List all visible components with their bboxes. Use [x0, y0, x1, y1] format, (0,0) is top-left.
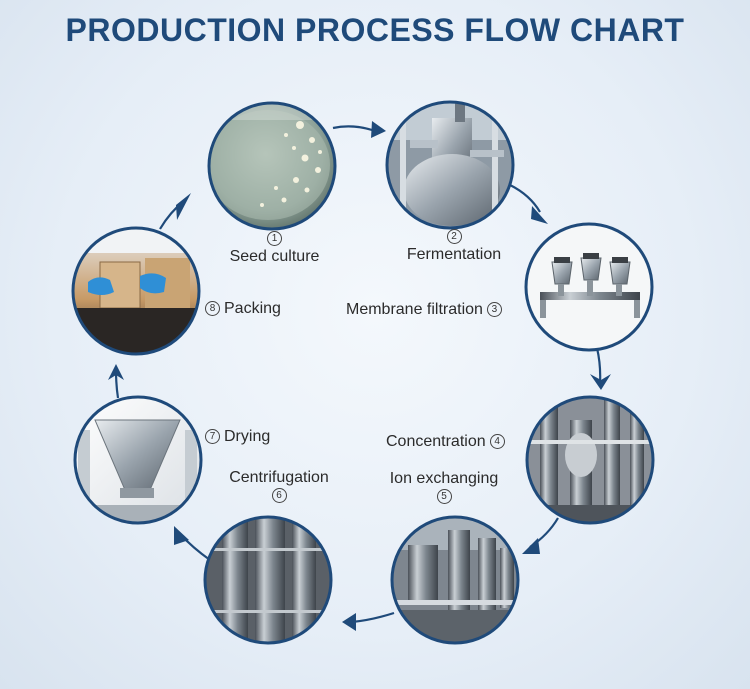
- step-image-seed-culture: [207, 101, 337, 231]
- connector-5-6: [351, 611, 395, 624]
- step-name: Membrane filtration: [346, 301, 483, 318]
- step-image-fermentation: [385, 100, 515, 230]
- step-number-badge: 2: [446, 229, 462, 245]
- step-image-drying: [73, 395, 203, 525]
- step-image-ion-exchanging: [390, 515, 520, 645]
- arrowhead-icon: [342, 613, 356, 631]
- step-image-concentration: [525, 395, 655, 525]
- flow-connectors: [114, 125, 602, 624]
- arrowhead-icon: [174, 526, 189, 545]
- arrowhead-icon: [108, 364, 124, 380]
- connector-2-3: [509, 184, 541, 213]
- step-name: Fermentation: [406, 246, 502, 263]
- step-number-badge: 4: [489, 434, 505, 450]
- step-name: Concentration: [386, 433, 486, 450]
- arrowhead-icon: [176, 193, 191, 220]
- step-number-badge: 3: [486, 302, 502, 318]
- step-image-centrifugation: [203, 515, 333, 645]
- step-number-badge: 5: [436, 489, 452, 505]
- step-number-badge: 7: [205, 429, 220, 445]
- step-1-label: 1 Seed culture: [222, 230, 327, 266]
- step-image-packing: [71, 226, 201, 356]
- step-5-label: Ion exchanging 5: [380, 470, 508, 506]
- step-name: Packing: [224, 300, 281, 317]
- step-2-label: 2 Fermentation: [398, 228, 510, 264]
- connector-1-2: [332, 125, 373, 132]
- arrowhead-icon: [531, 206, 548, 224]
- step-name: Ion exchanging: [389, 470, 499, 487]
- step-name: Drying: [224, 428, 271, 445]
- step-6-label: Centrifugation 6: [218, 469, 340, 505]
- step-image-membrane-filtration: [524, 222, 654, 352]
- arrowhead-icon: [371, 121, 386, 138]
- step-number-badge: 8: [205, 301, 220, 317]
- step-number-badge: 1: [267, 231, 282, 247]
- step-number-badge: 6: [271, 488, 287, 504]
- step-name: Centrifugation: [229, 469, 329, 486]
- arrowhead-icon: [590, 374, 611, 390]
- step-name: Seed culture: [229, 248, 320, 265]
- arrowhead-icon: [522, 538, 540, 554]
- flow-arrowheads: [108, 121, 611, 631]
- page-title: PRODUCTION PROCESS FLOW CHART: [65, 12, 685, 48]
